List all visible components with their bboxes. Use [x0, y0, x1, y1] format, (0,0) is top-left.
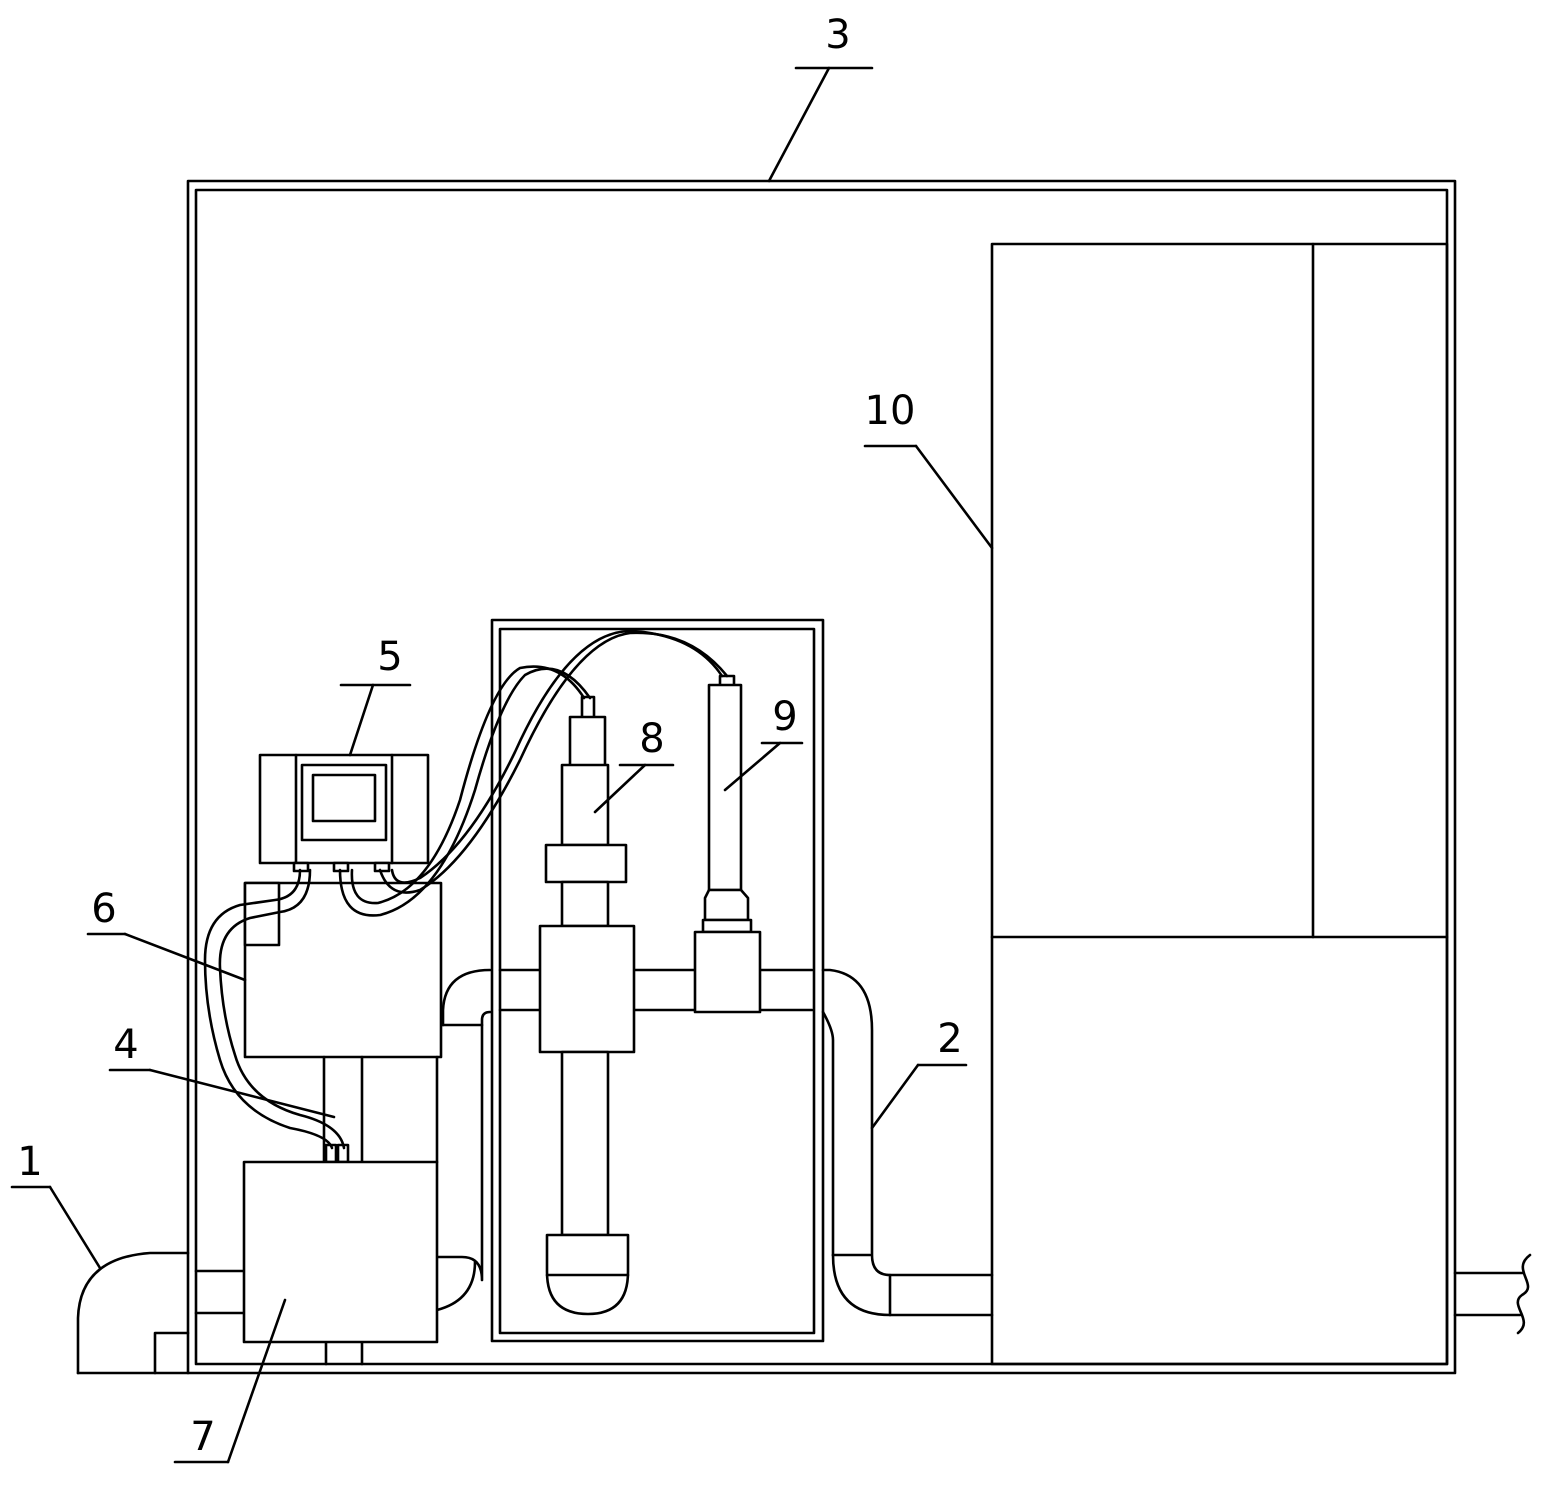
label-8: 8	[639, 716, 664, 762]
label-5: 5	[377, 634, 402, 680]
cabinet	[990, 242, 1449, 1366]
label-3: 3	[825, 12, 850, 58]
label-9: 9	[772, 694, 797, 740]
flow-cell	[490, 618, 825, 1343]
label-10: 10	[865, 388, 916, 434]
inlet-hood	[76, 1251, 190, 1375]
main-pipe	[435, 968, 994, 1317]
box-6	[243, 881, 443, 1059]
label-4: 4	[113, 1022, 138, 1068]
label-2: 2	[937, 1016, 962, 1062]
outlet-pipe	[1453, 1253, 1532, 1335]
pump-7	[242, 1160, 439, 1344]
leader-lines	[10, 66, 994, 1464]
label-6: 6	[91, 886, 116, 932]
sensor-9	[693, 674, 762, 1014]
callout-labels: 3 10 5 8 9 6 4 2 1 7	[17, 12, 962, 1460]
label-7: 7	[190, 1414, 215, 1460]
controller-5	[258, 753, 430, 873]
label-1: 1	[17, 1139, 42, 1185]
cables	[203, 629, 729, 1150]
inlet-pipe	[194, 1269, 246, 1315]
